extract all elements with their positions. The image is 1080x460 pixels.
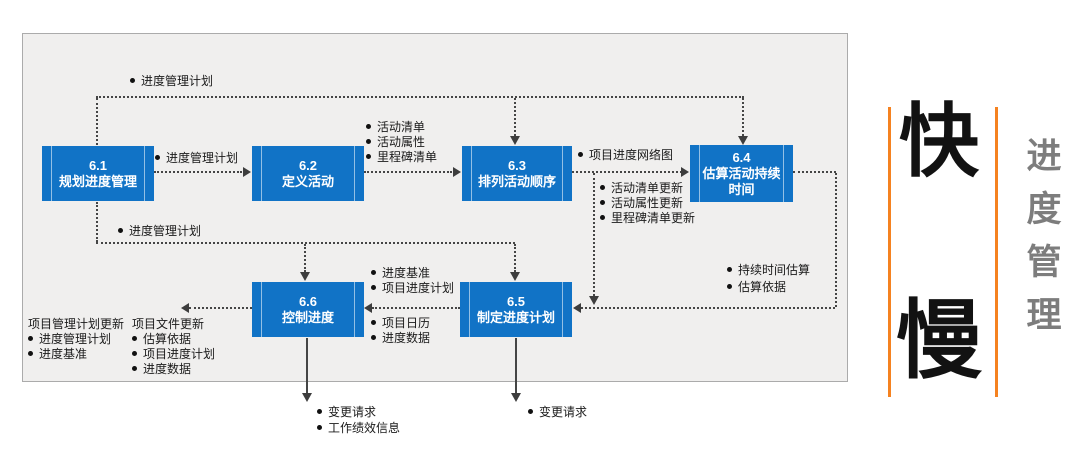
process-box-6-4: 6.4 估算活动持续时间 [690, 145, 793, 202]
arrowhead-down-66out-icon [302, 393, 312, 402]
process-box-6-1: 6.1 规划进度管理 [42, 146, 154, 201]
dashed-line-drop-64 [742, 98, 744, 136]
dashed-line-61-up [96, 98, 98, 145]
arrowhead-right-64-icon [681, 167, 689, 177]
label-plan-61-62: 进度管理计划 [155, 151, 238, 166]
dashed-line-64-65 [581, 307, 835, 309]
process-name: 排列活动顺序 [477, 173, 556, 189]
dashed-line-mid-feedback [96, 242, 515, 244]
process-box-6-3: 6.3 排列活动顺序 [462, 146, 572, 201]
process-name: 定义活动 [281, 173, 334, 189]
process-number: 6.6 [298, 293, 318, 309]
orange-divider-left [888, 107, 891, 397]
label-doc-updates: 项目文件更新 估算依据 项目进度计划 进度数据 [132, 317, 216, 376]
process-name: 规划进度管理 [58, 173, 137, 189]
dashed-line-63-64 [572, 171, 682, 173]
label-group-header: 项目管理计划更新 [28, 317, 125, 331]
dashed-line-63-branch-down [593, 173, 595, 296]
label-outputs-65-bottom: 变更请求 [528, 405, 587, 420]
dashed-line-top-feedback [96, 96, 744, 98]
process-number: 6.2 [298, 157, 318, 173]
arrowhead-down-65out-icon [511, 393, 521, 402]
label-outputs-64: 持续时间估算 估算依据 [727, 262, 810, 296]
process-name: 制定进度计划 [476, 309, 555, 325]
label-inputs-66-upper: 进度基准 项目进度计划 [371, 266, 454, 296]
arrowhead-right-63-icon [453, 167, 461, 177]
label-plan-mid: 进度管理计划 [118, 224, 201, 239]
dashed-line-66-out-left [189, 307, 252, 309]
slow-character: 慢 [896, 293, 982, 389]
orange-divider-right [995, 107, 998, 397]
label-pm-plan-updates: 项目管理计划更新 进度管理计划 进度基准 [28, 317, 125, 361]
vertical-title-char: 管 [1026, 243, 1062, 282]
label-group-header: 项目文件更新 [132, 317, 205, 331]
dashed-line-65-66 [372, 307, 460, 309]
label-plan-top: 进度管理计划 [130, 74, 213, 89]
process-number: 6.3 [507, 157, 527, 173]
process-box-6-2: 6.2 定义活动 [252, 146, 364, 201]
vertical-title-char: 理 [1026, 296, 1062, 335]
dashed-line-64-down [835, 173, 837, 307]
process-box-6-6: 6.6 控制进度 [252, 282, 364, 337]
arrowhead-down-63-icon [510, 136, 520, 145]
arrowhead-left-66-icon [364, 303, 372, 313]
arrowhead-left-updates-icon [181, 303, 189, 313]
arrowhead-right-62-icon [243, 167, 251, 177]
dashed-line-drop-63 [514, 98, 516, 136]
vertical-title-char: 度 [1026, 190, 1062, 229]
process-number: 6.4 [732, 149, 751, 165]
diagram-panel [22, 33, 848, 382]
dashed-line-drop-65 [514, 244, 516, 272]
label-outputs-66-bottom: 变更请求 工作绩效信息 [317, 404, 400, 436]
dashed-line-61-62 [154, 171, 242, 173]
dashed-line-61-down [96, 202, 98, 242]
label-updates-63: 活动清单更新 活动属性更新 里程碑清单更新 [600, 181, 695, 226]
dashed-line-64-out [793, 171, 836, 173]
solid-line-66-down [306, 338, 308, 394]
process-number: 6.1 [88, 157, 108, 173]
arrowhead-down-65input-icon [589, 296, 599, 305]
vertical-title-char: 进 [1026, 137, 1062, 176]
fast-character: 快 [899, 97, 979, 186]
label-network-diagram: 项目进度网络图 [578, 148, 673, 163]
dashed-line-62-63 [364, 171, 452, 173]
label-outputs-62: 活动清单 活动属性 里程碑清单 [366, 120, 437, 165]
process-number: 6.5 [506, 293, 526, 309]
process-name: 估算活动持续时间 [702, 165, 781, 197]
dashed-line-drop-66 [304, 244, 306, 272]
arrowhead-down-66-icon [300, 272, 310, 281]
solid-line-65-down [515, 338, 517, 394]
process-box-6-5: 6.5 制定进度计划 [460, 282, 572, 337]
vertical-title-schedule-management: 进 度 管 理 [1020, 130, 1068, 342]
arrowhead-down-65-icon [510, 272, 520, 281]
process-name: 控制进度 [281, 309, 334, 325]
arrowhead-left-65-icon [573, 303, 581, 313]
label-inputs-66-lower: 项目日历 进度数据 [371, 316, 430, 346]
arrowhead-down-64-icon [738, 136, 748, 145]
